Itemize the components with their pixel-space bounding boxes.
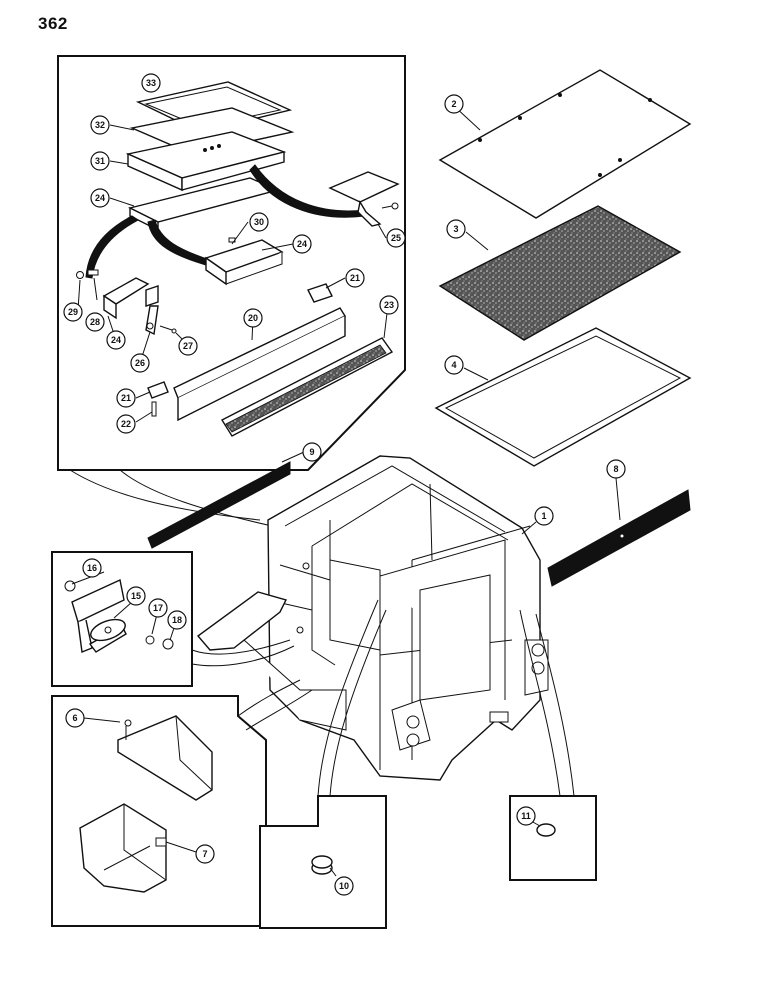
svg-text:17: 17 bbox=[153, 603, 163, 613]
callout-22: 22 bbox=[116, 414, 136, 434]
insulation-3 bbox=[438, 205, 682, 341]
svg-text:29: 29 bbox=[68, 307, 78, 317]
callout-20: 20 bbox=[243, 308, 263, 328]
svg-text:20: 20 bbox=[248, 313, 258, 323]
svg-text:21: 21 bbox=[121, 393, 131, 403]
callout-9: 9 bbox=[302, 442, 322, 462]
svg-text:2: 2 bbox=[451, 99, 456, 109]
svg-text:33: 33 bbox=[146, 78, 156, 88]
callout-8: 8 bbox=[606, 459, 626, 479]
trim-strip-8 bbox=[547, 489, 691, 587]
callout-21-top: 21 bbox=[345, 268, 365, 288]
callout-31: 31 bbox=[90, 151, 110, 171]
svg-text:27: 27 bbox=[183, 341, 193, 351]
bracket-24-middle bbox=[204, 237, 284, 286]
callout-3: 3 bbox=[446, 219, 466, 239]
svg-text:26: 26 bbox=[135, 358, 145, 368]
svg-text:24: 24 bbox=[297, 239, 307, 249]
gasket-4 bbox=[434, 327, 692, 467]
svg-text:28: 28 bbox=[90, 317, 100, 327]
callout-28: 28 bbox=[85, 312, 105, 332]
svg-text:15: 15 bbox=[131, 591, 141, 601]
callout-7: 7 bbox=[195, 844, 215, 864]
callout-6: 6 bbox=[65, 708, 85, 728]
inset-frame-cover bbox=[51, 679, 313, 927]
callout-33: 33 bbox=[141, 73, 161, 93]
callout-17: 17 bbox=[148, 598, 168, 618]
callout-10: 10 bbox=[334, 876, 354, 896]
callout-16: 16 bbox=[82, 558, 102, 578]
channel-20 bbox=[173, 307, 347, 422]
tray-31 bbox=[125, 131, 287, 192]
callout-29: 29 bbox=[63, 302, 83, 322]
inset-frame-plug-10 bbox=[259, 599, 387, 929]
svg-text:3: 3 bbox=[453, 224, 458, 234]
callout-2: 2 bbox=[444, 94, 464, 114]
callout-25: 26 bbox=[130, 353, 150, 373]
svg-text:31: 31 bbox=[95, 156, 105, 166]
svg-text:32: 32 bbox=[95, 120, 105, 130]
callout-18: 18 bbox=[167, 610, 187, 630]
svg-text:8: 8 bbox=[613, 464, 618, 474]
svg-text:4: 4 bbox=[451, 360, 456, 370]
callout-15: 15 bbox=[126, 586, 146, 606]
svg-text:24: 24 bbox=[95, 193, 105, 203]
screw-22 bbox=[151, 401, 157, 417]
callout-21-low: 21 bbox=[116, 388, 136, 408]
svg-text:21: 21 bbox=[350, 273, 360, 283]
callout-27: 27 bbox=[178, 336, 198, 356]
callouts: 33 32 31 24 30 24 25 21 23 20 29 28 24 2… bbox=[63, 73, 626, 896]
callout-24-low: 24 bbox=[106, 330, 126, 350]
callout-11: 11 bbox=[516, 806, 536, 826]
svg-text:25: 25 bbox=[391, 233, 401, 243]
callout-1: 1 bbox=[534, 506, 554, 526]
svg-text:9: 9 bbox=[309, 447, 314, 457]
callout-30: 30 bbox=[249, 212, 269, 232]
svg-text:18: 18 bbox=[172, 615, 182, 625]
svg-text:16: 16 bbox=[87, 563, 97, 573]
svg-text:30: 30 bbox=[254, 217, 264, 227]
callout-32: 32 bbox=[90, 115, 110, 135]
callout-24-mid: 24 bbox=[292, 234, 312, 254]
bracket-26 bbox=[328, 171, 400, 227]
svg-text:22: 22 bbox=[121, 419, 131, 429]
svg-text:7: 7 bbox=[202, 849, 207, 859]
svg-text:6: 6 bbox=[72, 713, 77, 723]
hinge-24-lower bbox=[76, 269, 177, 336]
callout-23: 23 bbox=[379, 295, 399, 315]
svg-text:1: 1 bbox=[541, 511, 546, 521]
callout-4: 4 bbox=[444, 355, 464, 375]
roof-panel-2 bbox=[438, 69, 692, 219]
callout-24-top: 24 bbox=[90, 188, 110, 208]
trim-strip-9 bbox=[147, 461, 291, 549]
seal-23 bbox=[221, 337, 394, 437]
svg-text:11: 11 bbox=[521, 811, 531, 821]
callout-26: 25 bbox=[386, 228, 406, 248]
svg-text:24: 24 bbox=[111, 335, 121, 345]
svg-text:10: 10 bbox=[339, 881, 349, 891]
page-number: 362 bbox=[38, 14, 68, 33]
clip-21 bbox=[147, 283, 333, 399]
svg-text:23: 23 bbox=[384, 300, 394, 310]
cab-frame-1 bbox=[196, 455, 549, 781]
